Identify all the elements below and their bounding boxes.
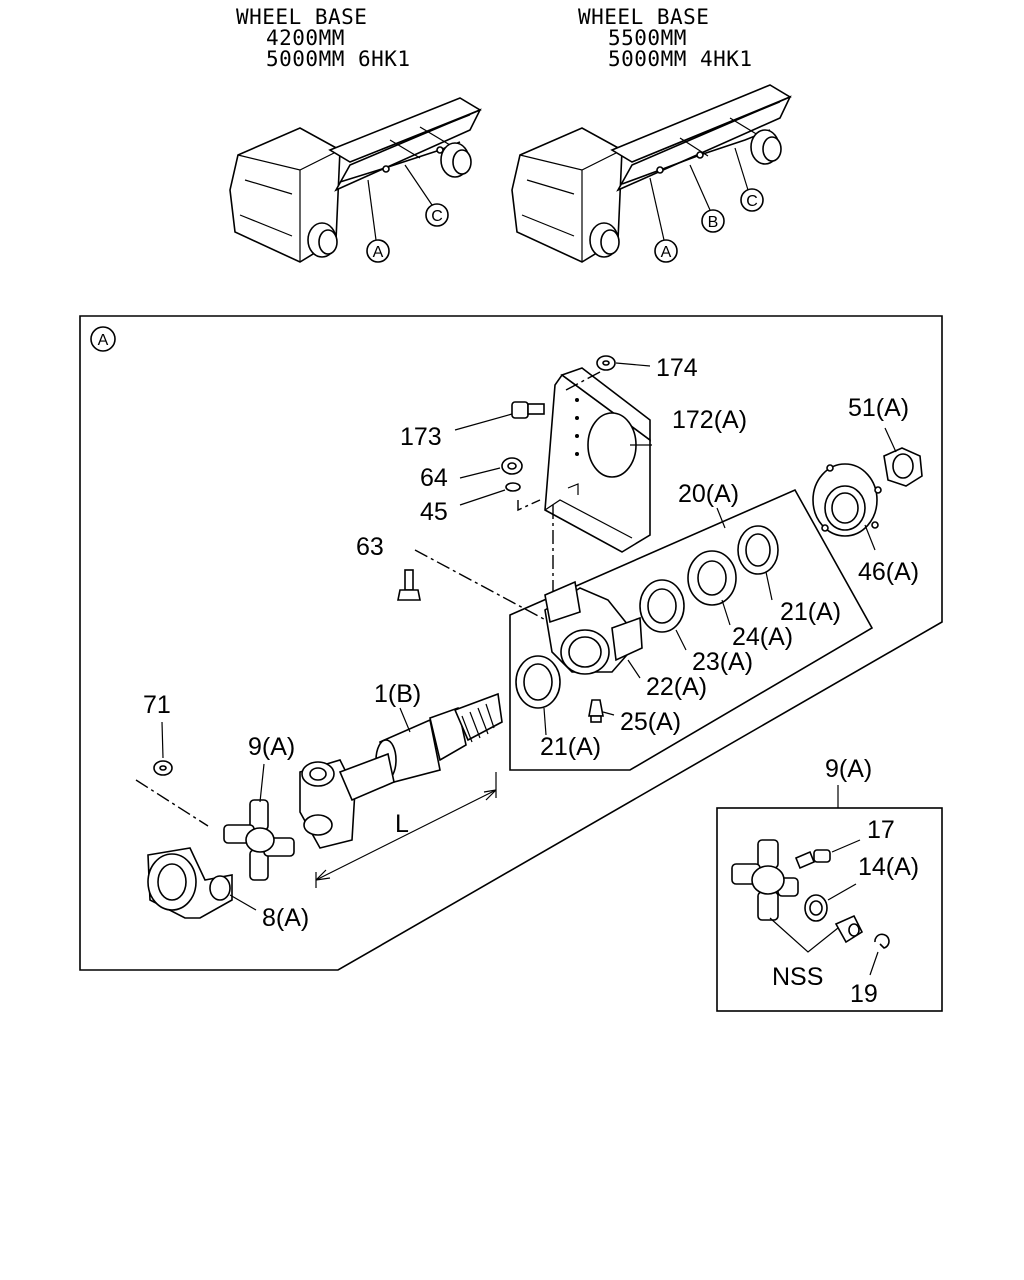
detail-panel: 9(A) 17 14(A) 19 (716, 755, 943, 1012)
label-part-71: 71 (143, 691, 171, 719)
label-part-63: 63 (356, 533, 384, 561)
main-panel: A (79, 315, 943, 971)
label-part-46: 46(A) (858, 558, 919, 586)
main-panel-border (79, 315, 943, 971)
bearing-assembly-frame (509, 488, 874, 771)
callout-a-left (366, 239, 390, 263)
bearing-rings (515, 525, 779, 709)
label-part-21-left: 21(A) (540, 733, 601, 761)
label-part-9: 9(A) (248, 733, 295, 761)
label-part-64: 64 (420, 464, 448, 492)
detail-panel-border (716, 807, 943, 1012)
label-part-174: 174 (656, 354, 698, 382)
nut-64-washer-45 (459, 457, 541, 512)
bolt-63 (397, 505, 556, 626)
header-left-line2: 4200MM (266, 26, 345, 50)
bolt-173 (454, 401, 545, 431)
header-right-line3: 5000MM 4HK1 (608, 47, 753, 71)
callout-c-left (425, 203, 449, 227)
center-bearing-housing (544, 580, 643, 675)
label-part-45: 45 (420, 498, 448, 526)
truck-illustration-right: A B C (511, 84, 792, 263)
flange-yoke-8 (147, 847, 233, 919)
snap-ring-19 (869, 933, 890, 976)
label-part-173: 173 (400, 423, 442, 451)
truck-illustration-left: A C (229, 97, 482, 263)
propeller-shaft-1 (299, 692, 503, 849)
header-left: WHEEL BASE 4200MM 5000MM 6HK1 (236, 5, 411, 71)
callout-c-right (740, 188, 764, 212)
grease-nipple-17 (794, 839, 861, 870)
label-part-21-right: 21(A) (780, 598, 841, 626)
companion-flange-46 (812, 463, 882, 537)
callout-b-right (701, 209, 725, 233)
callout-b-right-text: B (708, 214, 719, 231)
leader-lines (161, 427, 897, 911)
label-part-1: 1(B) (374, 680, 421, 708)
label-part-23: 23(A) (692, 648, 753, 676)
label-part-51: 51(A) (848, 394, 909, 422)
label-part-24: 24(A) (732, 623, 793, 651)
label-length-l: L (395, 810, 409, 838)
bearing-cup-14 (804, 883, 857, 922)
label-part-8: 8(A) (262, 904, 309, 932)
flange-nut-51 (883, 447, 923, 487)
header-left-line1: WHEEL BASE (236, 5, 367, 29)
header-left-line3: 5000MM 6HK1 (266, 47, 411, 71)
label-part-19: 19 (850, 980, 878, 1008)
label-part-172: 172(A) (672, 406, 747, 434)
callout-a-right-text: A (661, 244, 672, 261)
label-part-25: 25(A) (620, 708, 681, 736)
label-part-17: 17 (867, 816, 895, 844)
seal-cap (834, 914, 864, 944)
label-part-14: 14(A) (858, 853, 919, 881)
view-a-marker-text: A (98, 332, 109, 349)
label-part-20: 20(A) (678, 480, 739, 508)
nss-leader (769, 917, 839, 953)
header-right-line2: 5500MM (608, 26, 687, 50)
nut-71 (135, 760, 209, 827)
callout-a-left-text: A (373, 244, 384, 261)
length-dimension (315, 772, 497, 888)
view-a-marker (90, 326, 116, 352)
nut-174 (565, 355, 651, 391)
callout-a-right (654, 239, 678, 263)
grease-fitting-25 (588, 699, 604, 723)
detail-universal-joint (731, 839, 799, 921)
callout-c-right-text: C (746, 193, 758, 210)
header-right-line1: WHEEL BASE (578, 5, 709, 29)
universal-joint-9 (223, 799, 295, 881)
label-nss: NSS (772, 963, 823, 991)
header-right: WHEEL BASE 5500MM 5000MM 4HK1 (578, 5, 753, 71)
callout-c-left-text: C (431, 208, 443, 225)
detail-title: 9(A) (825, 755, 872, 783)
label-part-22: 22(A) (646, 673, 707, 701)
bracket-part (544, 367, 651, 553)
